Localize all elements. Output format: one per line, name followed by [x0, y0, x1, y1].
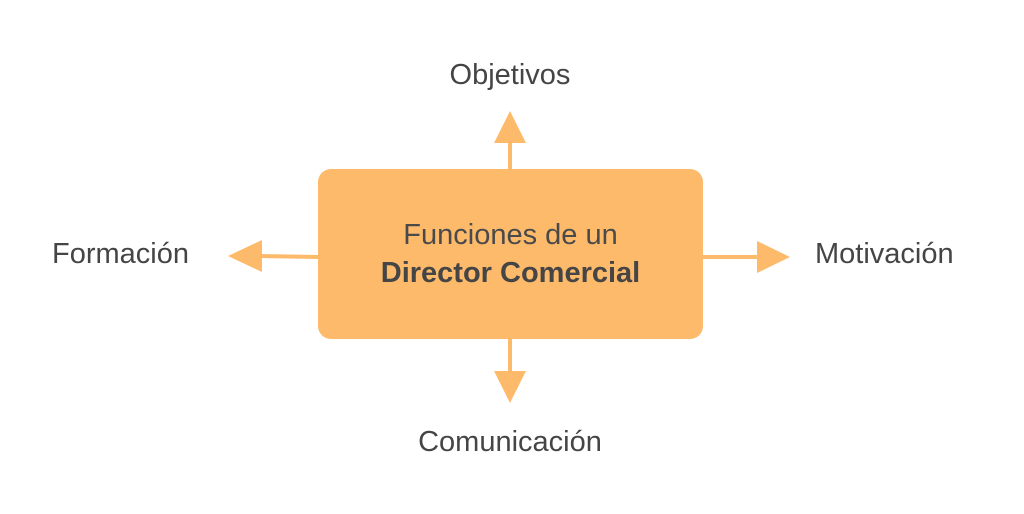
arrow-left [228, 240, 320, 272]
center-title-line1: Funciones de un [403, 219, 618, 251]
label-motivacion: Motivación [815, 238, 954, 270]
label-objetivos: Objetivos [449, 59, 571, 91]
label-comunicacion: Comunicación [418, 426, 602, 458]
arrow-down [494, 338, 526, 403]
label-formacion: Formación [52, 238, 189, 270]
arrow-up [494, 111, 526, 170]
central-box: Funciones de un Director Comercial [318, 169, 703, 339]
arrow-right [702, 241, 790, 273]
center-title-line2: Director Comercial [380, 257, 641, 289]
